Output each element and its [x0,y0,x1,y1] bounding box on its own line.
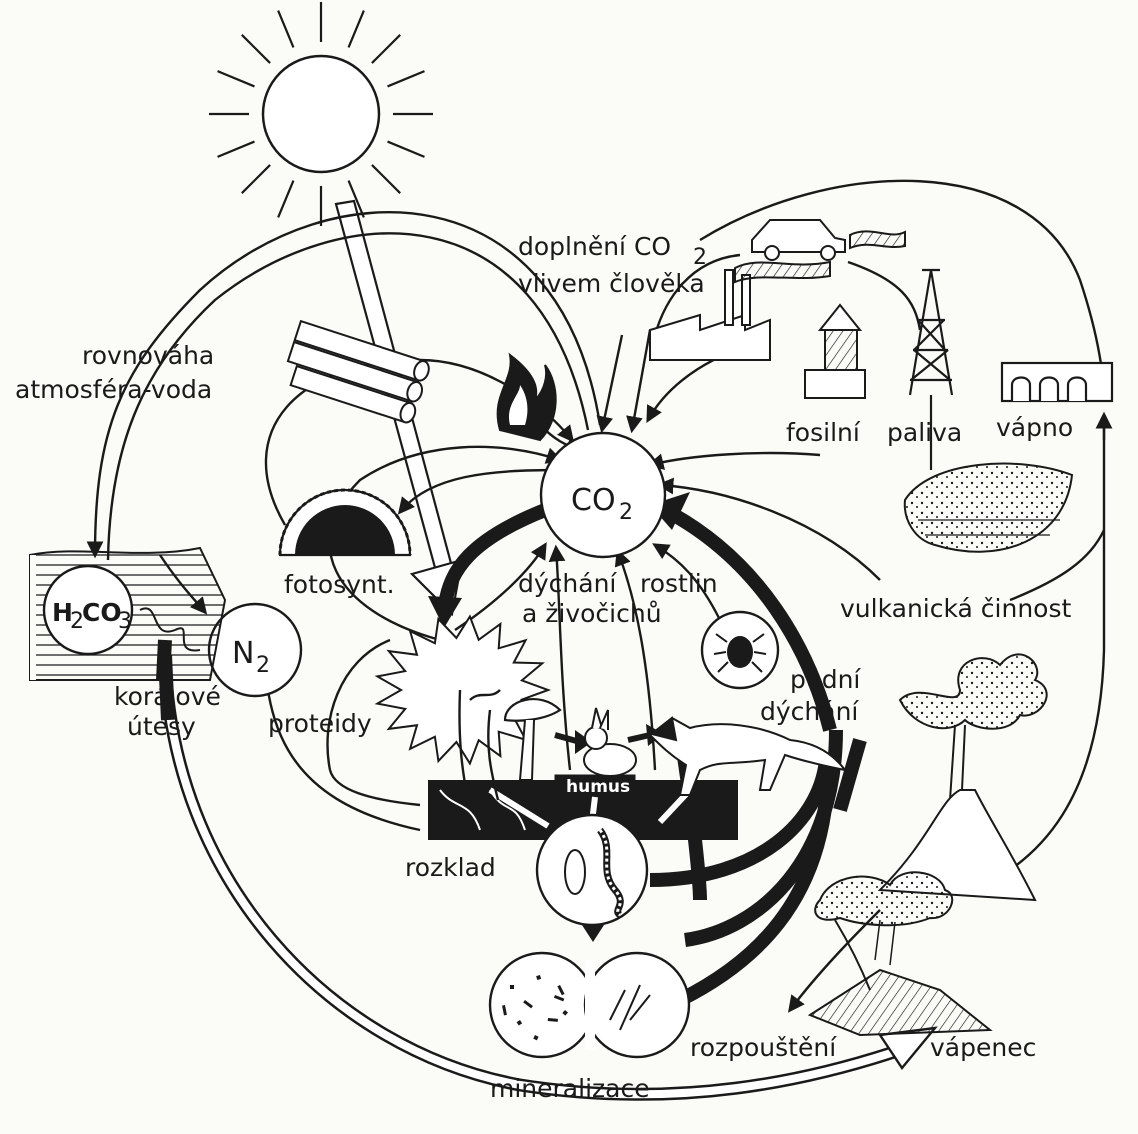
logs-icon [286,319,430,424]
co2-node: CO 2 [539,431,667,559]
soil-respiration-line1: půdní [790,665,861,694]
mushroom-icon [503,698,562,781]
bacteria-mark [533,1035,539,1041]
svg-text:H: H [52,598,73,627]
limestone-label: vápenec [930,1033,1036,1062]
bacteria-mark [547,1018,558,1022]
proteids-label: proteidy [268,709,372,738]
oil-derrick-icon [908,268,954,470]
plants-label: rostlin [640,569,718,598]
human-input-line2: vlivem člověka [518,269,705,298]
sun-icon [209,2,433,226]
human-input-line1-sub: 2 [693,245,707,270]
fossil-label: fosilní [786,418,861,447]
decomposer-node [535,813,649,927]
decomposition-label: rozklad [405,853,496,882]
bacteria-mark [502,1005,507,1016]
respiration-line1: dýchání [518,569,617,598]
ocean-panel: H 2 CO 3 [29,546,227,681]
bacteria-mark [523,999,533,1009]
humus-label: humus [566,777,630,797]
limestone-rock [787,871,993,1037]
svg-text:2: 2 [70,609,84,634]
dissolution-label: rozpouštění [690,1033,837,1062]
co2-subscript: 2 [619,500,633,525]
mine-tower-icon [804,303,866,399]
human-input-line1: doplnění CO [518,232,671,261]
rabbit-icon [583,707,637,777]
lime-label: vápno [996,413,1073,442]
volcano-icon [877,653,1048,902]
mineralization-node [488,951,691,1059]
fuels-label: paliva [887,418,962,447]
lime-kiln-icon [1000,361,1114,403]
photosynthesis-label: fotosynt. [284,570,395,599]
h2co3-badge: H 2 CO 3 [42,564,134,656]
n2-subscript: 2 [256,653,270,678]
plant-stems [458,689,501,801]
mineralization-label: mineralizace [490,1074,650,1103]
bacteria-mark [557,984,565,996]
bacteria-mark [516,1019,523,1026]
bacteria-mark [562,1009,568,1016]
volcanic-label: vulkanická činnost [840,594,1071,623]
n2-node: N 2 [207,602,303,698]
co2-label: CO [571,483,616,518]
plant-leaves [374,614,552,766]
coral-reefs-line1: korálové [114,682,221,711]
svg-text:CO: CO [82,598,122,627]
n2-label: N [232,636,254,671]
svg-text:3: 3 [118,609,132,634]
bacteria-mark [536,975,542,980]
equilibrium-line2: atmosféra-voda [15,375,212,404]
equilibrium-line1: rovnováha [82,341,214,370]
soil-respiration-line2: dýchání [760,697,859,726]
fossil-reservoir [903,462,1074,553]
photosynthesis-dome [278,488,412,557]
bacteria-mark [510,985,514,989]
fire-icon [496,352,557,442]
bacteria-mark [553,994,565,1002]
factory-icon [649,260,831,361]
labels-group: doplnění CO 2 vlivem člověka rovnováha a… [15,232,1073,1103]
beetle-node [700,610,780,690]
coral-reefs-line2: útesy [127,712,196,741]
respiration-line2: a živočichů [522,599,662,628]
fox-icon [648,716,848,796]
car-icon [751,219,906,261]
